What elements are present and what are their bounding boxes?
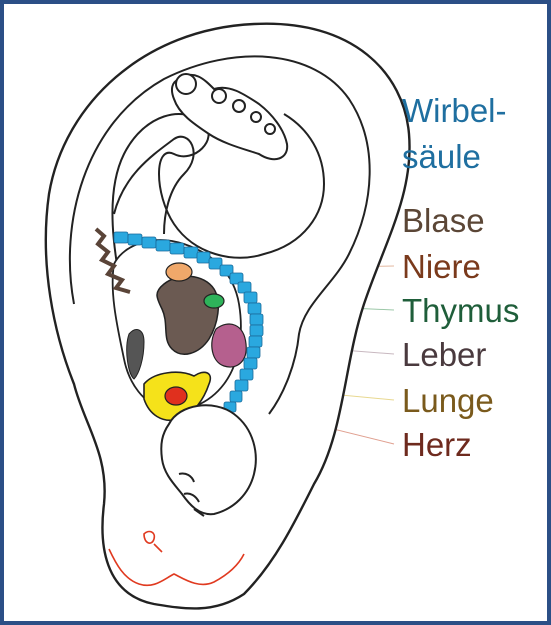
- label-leber: Leber: [402, 338, 486, 372]
- liver-shape: [212, 324, 246, 367]
- toe-4: [251, 112, 261, 122]
- toe-1: [176, 74, 196, 94]
- toe-2: [212, 89, 226, 103]
- label-niere: Niere: [402, 250, 481, 284]
- heart-shape: [165, 387, 187, 405]
- label-lunge: Lunge: [402, 384, 494, 418]
- toe-3: [233, 100, 245, 112]
- label-wirbelsaeule-line2: säule: [402, 140, 481, 174]
- label-thymus: Thymus: [402, 294, 519, 328]
- kidney-shape: [166, 263, 192, 281]
- label-wirbelsaeule-line1: Wirbel-: [402, 94, 507, 128]
- label-blase: Blase: [402, 204, 485, 238]
- label-herz: Herz: [402, 428, 472, 462]
- toe-5: [265, 124, 275, 134]
- thymus-shape: [204, 294, 224, 308]
